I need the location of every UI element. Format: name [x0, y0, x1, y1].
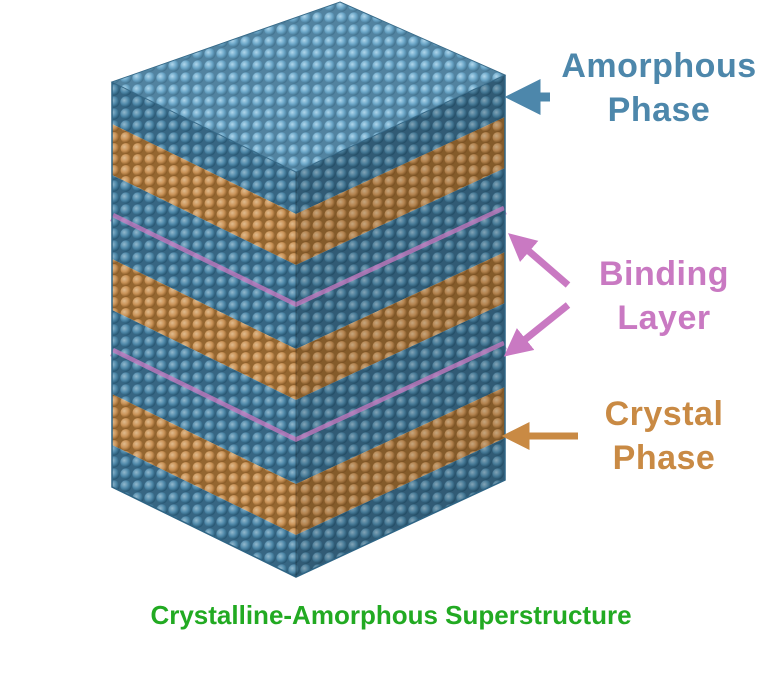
crystal-layer-left-face	[112, 259, 296, 400]
crystal-layer-right-face	[296, 387, 505, 535]
binding-label-line1: Binding	[598, 255, 730, 293]
amorphous-phase-label: Amorphous Phase	[548, 44, 770, 132]
crystal-layer-left-face	[112, 394, 296, 535]
amorphous-top-face	[110, 1, 507, 173]
crystal-phase-label: Crystal Phase	[578, 392, 750, 480]
amorphous-layer-right-shade	[296, 210, 505, 350]
crystal-layer-left-shade	[112, 394, 296, 535]
amorphous-layer-left-face	[112, 309, 296, 442]
amorphous-layer-left-shade	[112, 352, 296, 485]
amorphous-layer-right-shade	[296, 437, 505, 577]
amorphous-layer-left-shade	[112, 444, 296, 577]
binding-arrows	[503, 233, 571, 357]
amorphous-label-line2: Phase	[607, 91, 711, 129]
amorphous-layer-right-shade	[296, 167, 505, 307]
amorphous-layer-left-shade	[112, 174, 296, 307]
amorphous-layer-right-face	[296, 210, 505, 350]
amorphous-layer-left-shade	[112, 82, 296, 215]
amorphous-layer-right-face	[296, 345, 505, 485]
crystal-label-line2: Phase	[612, 439, 716, 477]
binding-layer-label: Binding Layer	[578, 252, 750, 340]
amorphous-layer-right-face	[296, 437, 505, 577]
amorphous-layer-left-shade	[112, 217, 296, 350]
amorphous-layer-right-shade	[296, 345, 505, 485]
amorphous-layer-right-face	[296, 75, 505, 215]
crystal-layer-right-shade	[296, 387, 505, 535]
amorphous-layer-right-face	[296, 167, 505, 307]
amorphous-layer-left-face	[112, 82, 296, 215]
crystal-layer-right-shade	[296, 117, 505, 265]
layered-block	[110, 1, 507, 578]
amorphous-layer-right-face	[296, 302, 505, 442]
figure-caption: Crystalline-Amorphous Superstructure	[150, 600, 632, 630]
amorphous-layer-left-face	[112, 174, 296, 307]
amorphous-layer-left-face	[112, 352, 296, 485]
crystal-label-line1: Crystal	[604, 395, 724, 433]
amorphous-layer-right-shade	[296, 302, 505, 442]
amorphous-layer-left-shade	[112, 309, 296, 442]
crystal-layer-right-shade	[296, 252, 505, 400]
amorphous-layer-left-face	[112, 444, 296, 577]
top-face-highlight	[112, 2, 505, 172]
crystal-layer-right-face	[296, 252, 505, 400]
amorphous-label-line1: Amorphous	[561, 47, 757, 85]
crystal-layer-left-shade	[112, 124, 296, 265]
amorphous-layer-left-face	[112, 217, 296, 350]
crystal-layer-right-face	[296, 117, 505, 265]
crystal-layer-left-face	[112, 124, 296, 265]
crystal-layer-left-shade	[112, 259, 296, 400]
amorphous-layer-right-shade	[296, 75, 505, 215]
binding-label-line2: Layer	[617, 299, 711, 337]
